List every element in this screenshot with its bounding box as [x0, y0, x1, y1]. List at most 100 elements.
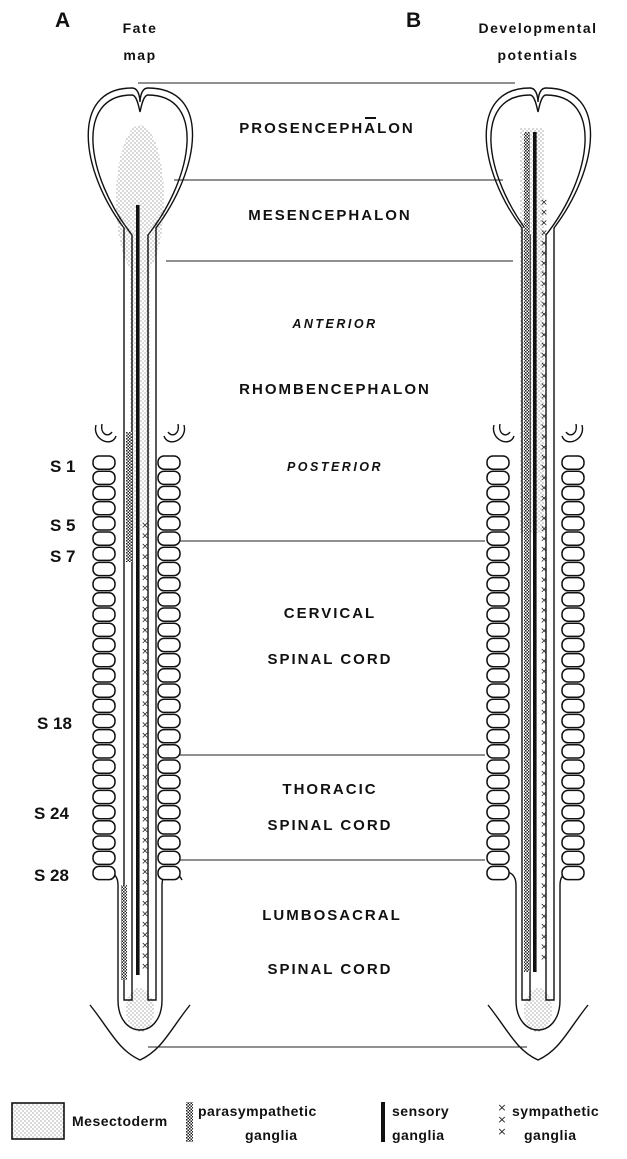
sympathetic-cross-mark: × [540, 677, 548, 687]
somite [93, 714, 115, 727]
somite-label-s7: S 7 [50, 547, 76, 566]
sympathetic-cross-mark: × [540, 310, 548, 320]
somite [562, 836, 584, 849]
somite [93, 517, 115, 530]
sympathetic-cross-mark: × [540, 922, 548, 932]
somite [93, 851, 115, 864]
sympathetic-cross-mark: × [540, 463, 548, 473]
sympathetic-cross-mark: × [540, 259, 548, 269]
sympathetic-cross-mark: × [540, 728, 548, 738]
sympathetic-cross-mark: × [141, 553, 149, 563]
somite [93, 578, 115, 591]
somite-label-s18: S 18 [37, 714, 72, 733]
somite [487, 502, 509, 515]
somite [487, 623, 509, 636]
legend-mesectoderm-label: Mesectoderm [72, 1113, 168, 1129]
embryo-a-fate-map: ××××××××××××××××××××××××××××××××××××××××… [88, 88, 192, 1060]
somite [562, 806, 584, 819]
sympathetic-cross-mark: × [540, 871, 548, 881]
somite [487, 730, 509, 743]
sympathetic-cross-mark: × [141, 679, 149, 689]
sympathetic-cross-mark: × [540, 943, 548, 953]
sympathetic-cross-mark: × [540, 698, 548, 708]
label-cervical-spinal-cord: SPINAL CORD [267, 651, 392, 668]
somite [487, 775, 509, 788]
sympathetic-cross-mark: × [540, 647, 548, 657]
somite [158, 851, 180, 864]
label-rhomb-anterior: ANTERIOR [291, 317, 377, 331]
sympathetic-cross-mark: × [540, 626, 548, 636]
somite [158, 623, 180, 636]
somite [562, 638, 584, 651]
sympathetic-cross-mark: × [141, 878, 149, 888]
somite [93, 836, 115, 849]
somite [93, 760, 115, 773]
somite [562, 562, 584, 575]
label-rhomb-posterior: POSTERIOR [287, 460, 383, 474]
somite [93, 562, 115, 575]
somite [93, 608, 115, 621]
somite [93, 790, 115, 803]
somite [487, 471, 509, 484]
sympathetic-cross-mark: × [540, 861, 548, 871]
somite [562, 760, 584, 773]
somite [93, 456, 115, 469]
sympathetic-cross-mark: × [540, 504, 548, 514]
sympathetic-cross-mark: × [540, 341, 548, 351]
sympathetic-cross-mark: × [540, 586, 548, 596]
sympathetic-cross-mark: × [540, 912, 548, 922]
label-cervical: CERVICAL [284, 605, 376, 622]
sympathetic-cross-mark: × [141, 626, 149, 636]
sympathetic-cross-mark: × [141, 616, 149, 626]
somite [487, 806, 509, 819]
somite [158, 669, 180, 682]
somite [158, 730, 180, 743]
somite [562, 730, 584, 743]
sympathetic-cross-mark: × [141, 574, 149, 584]
sympathetic-cross-mark: × [141, 542, 149, 552]
panel-b-title-line1: Developmental [478, 20, 597, 36]
legend-sympathetic-ganglia: ganglia [524, 1127, 577, 1143]
somite [93, 638, 115, 651]
embryo-a-sensory-ganglia-bar [136, 205, 140, 975]
sympathetic-cross-mark: × [540, 269, 548, 279]
somite [562, 745, 584, 758]
somite [562, 714, 584, 727]
sympathetic-cross-mark: × [540, 565, 548, 575]
somite [487, 669, 509, 682]
somite [158, 836, 180, 849]
somite [562, 623, 584, 636]
sympathetic-cross-mark: × [141, 563, 149, 573]
sympathetic-cross-mark: × [141, 889, 149, 899]
sympathetic-cross-mark: × [540, 759, 548, 769]
somite [158, 745, 180, 758]
somite [158, 471, 180, 484]
sympathetic-cross-mark: × [540, 249, 548, 259]
somite [562, 547, 584, 560]
sympathetic-cross-mark: × [540, 739, 548, 749]
somite [487, 836, 509, 849]
legend-sensory-swatch [381, 1102, 385, 1142]
somite [487, 578, 509, 591]
sympathetic-cross-mark: × [141, 836, 149, 846]
sympathetic-cross-mark: × [540, 657, 548, 667]
somite-label-s24: S 24 [34, 804, 70, 823]
embryo-b-sensory-ganglia-bar [533, 132, 537, 972]
sympathetic-cross-mark: × [141, 689, 149, 699]
embryo-a-mesectoderm-trunk [130, 270, 150, 530]
somite-label-s28: S 28 [34, 866, 69, 885]
prosencephalon-overbar [365, 117, 376, 119]
somite [487, 638, 509, 651]
sympathetic-cross-mark: × [540, 494, 548, 504]
somite [487, 699, 509, 712]
somite [158, 562, 180, 575]
sympathetic-cross-mark: × [141, 637, 149, 647]
somite [487, 547, 509, 560]
sympathetic-cross-mark: × [540, 351, 548, 361]
sympathetic-cross-mark: × [540, 371, 548, 381]
panel-a-letter: A [55, 9, 70, 32]
somite [158, 502, 180, 515]
sympathetic-cross-mark: × [141, 763, 149, 773]
somite [93, 669, 115, 682]
